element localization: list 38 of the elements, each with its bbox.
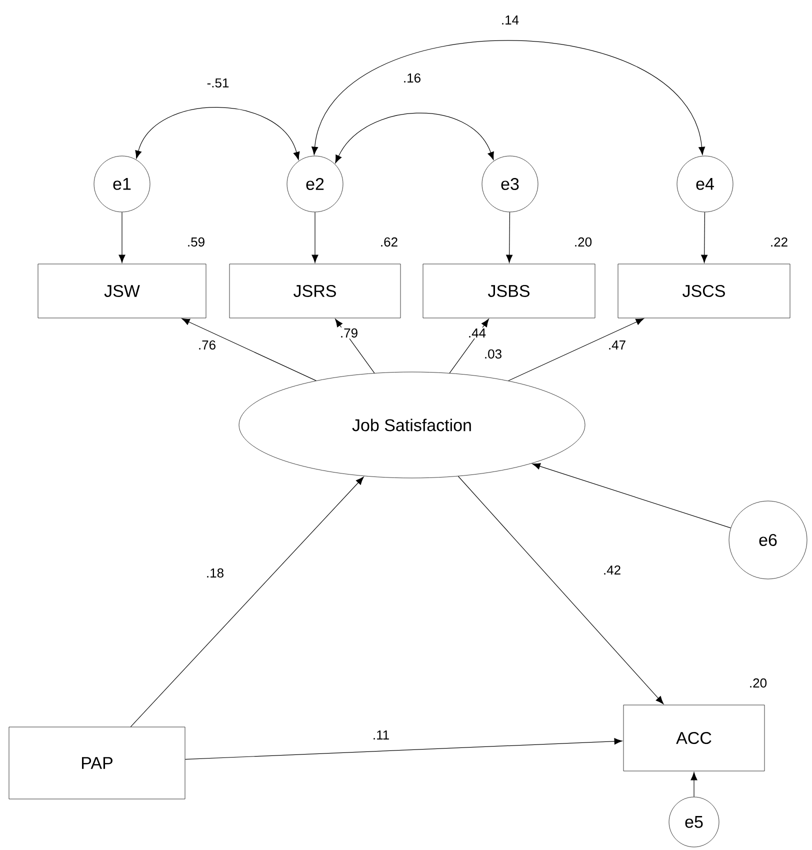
variable-box: PAP xyxy=(8,726,186,800)
variable-box: ACC xyxy=(623,704,765,772)
edge-label: .44 xyxy=(466,328,488,338)
variable-box: JSRS xyxy=(229,264,401,318)
edge-label: .18 xyxy=(204,567,226,579)
variable-box: JSBS xyxy=(422,264,596,318)
coefficient-label: .03 xyxy=(485,349,502,359)
path-arrow xyxy=(449,318,489,374)
edge-label: .14 xyxy=(500,14,520,26)
path-arrow xyxy=(690,772,698,798)
edge-label: .76 xyxy=(196,339,218,351)
path-arrow xyxy=(312,212,318,263)
path-arrow xyxy=(701,212,708,263)
path-arrow xyxy=(335,112,494,164)
edge-label: .16 xyxy=(402,72,422,84)
path-arrow xyxy=(508,318,644,382)
edge-label: .11 xyxy=(371,730,391,740)
edge-label: .42 xyxy=(602,564,622,576)
r-squared-label: .62 xyxy=(381,237,398,247)
path-arrow xyxy=(135,107,300,160)
path-arrow xyxy=(335,318,375,374)
path-arrow xyxy=(532,463,731,528)
r-squared-label: .59 xyxy=(188,237,204,247)
path-arrow xyxy=(182,318,316,381)
path-arrow xyxy=(458,476,664,704)
r-squared-label: .22 xyxy=(771,237,788,247)
edge-label: -.51 xyxy=(206,77,230,89)
edge-label: .47 xyxy=(606,340,628,350)
path-arrow xyxy=(130,476,364,728)
edge-label: .79 xyxy=(338,327,360,339)
path-arrow xyxy=(506,212,513,263)
path-arrow xyxy=(184,738,622,760)
path-arrow xyxy=(118,212,126,263)
r-squared-label: .20 xyxy=(575,237,592,247)
variable-box: JSCS xyxy=(618,264,790,318)
variable-box: JSW xyxy=(38,264,206,318)
path-arrow xyxy=(312,40,706,155)
r-squared-label: .20 xyxy=(750,678,767,688)
